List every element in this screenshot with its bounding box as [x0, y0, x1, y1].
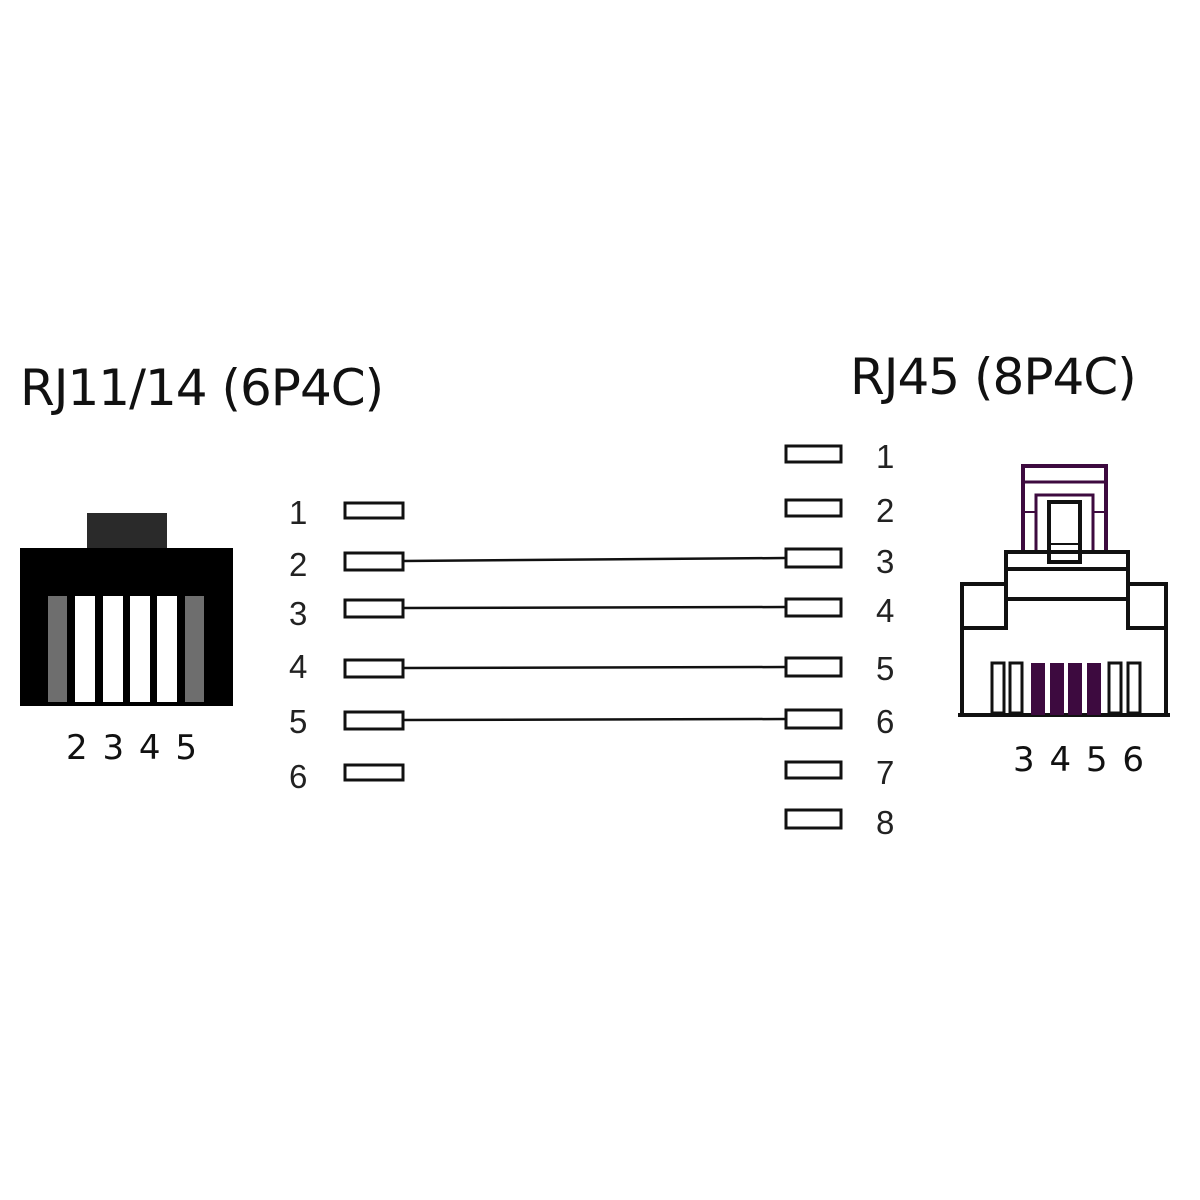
rj11-pin-caption: 2 3 4 5 [66, 728, 199, 768]
right-pin-label: 2 [876, 492, 895, 529]
rj45-connector-icon [958, 464, 1170, 717]
wire-5-to-6 [402, 717, 787, 722]
right-pin-label: 8 [876, 804, 895, 841]
rj45-title: RJ45 (8P4C) [850, 348, 1137, 406]
rj11-connector-icon [20, 513, 233, 706]
rj11-title: RJ11/14 (6P4C) [20, 359, 384, 417]
left-pin-label: 4 [289, 648, 308, 685]
right-pin-label: 5 [876, 650, 895, 687]
left-pin-label: 5 [289, 703, 308, 740]
wire-2-to-3 [402, 556, 787, 563]
wires [402, 556, 787, 722]
right-pin-label: 4 [876, 592, 895, 629]
wire-4-to-5 [402, 665, 787, 670]
left-pin-label: 1 [289, 494, 308, 531]
left-pin-label: 2 [289, 546, 308, 583]
right-pin-label: 7 [876, 754, 895, 791]
rj45-pin-caption: 3 4 5 6 [1013, 740, 1146, 780]
right-pin-label: 1 [876, 438, 895, 475]
left-pin-boxes [343, 501, 405, 782]
left-pin-label: 6 [289, 758, 308, 795]
right-pin-boxes [784, 444, 843, 830]
right-pin-label: 6 [876, 703, 895, 740]
wire-3-to-4 [402, 605, 787, 610]
right-pin-label: 3 [876, 543, 895, 580]
left-pin-label: 3 [289, 595, 308, 632]
